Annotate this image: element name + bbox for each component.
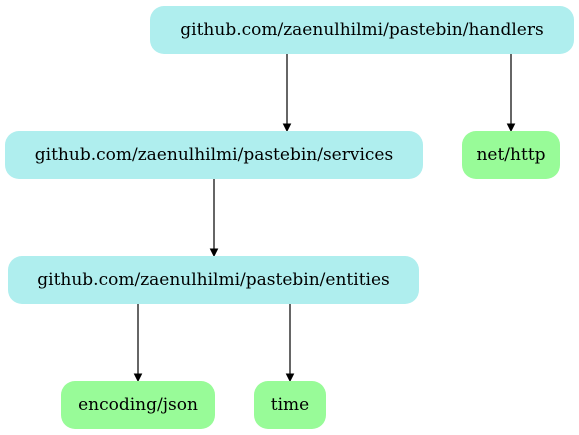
node-encoding-json-label: encoding/json [78,395,198,415]
node-net-http: net/http [462,131,560,179]
edge-handlers-to-net-http [506,54,516,133]
edge-handlers-to-services [282,54,292,133]
node-time: time [254,381,326,429]
node-net-http-label: net/http [476,145,546,165]
node-handlers-label: github.com/zaenulhilmi/pastebin/handlers [180,20,544,40]
node-entities-label: github.com/zaenulhilmi/pastebin/entities [37,270,390,290]
edge-services-to-entities [209,179,219,258]
edge-entities-to-time [285,304,295,383]
node-encoding-json: encoding/json [61,381,215,429]
node-services-label: github.com/zaenulhilmi/pastebin/services [34,145,394,165]
node-services: github.com/zaenulhilmi/pastebin/services [5,131,423,179]
node-entities: github.com/zaenulhilmi/pastebin/entities [8,256,419,304]
edge-entities-to-encoding-json [133,304,143,383]
node-time-label: time [270,395,310,415]
node-handlers: github.com/zaenulhilmi/pastebin/handlers [150,6,574,54]
